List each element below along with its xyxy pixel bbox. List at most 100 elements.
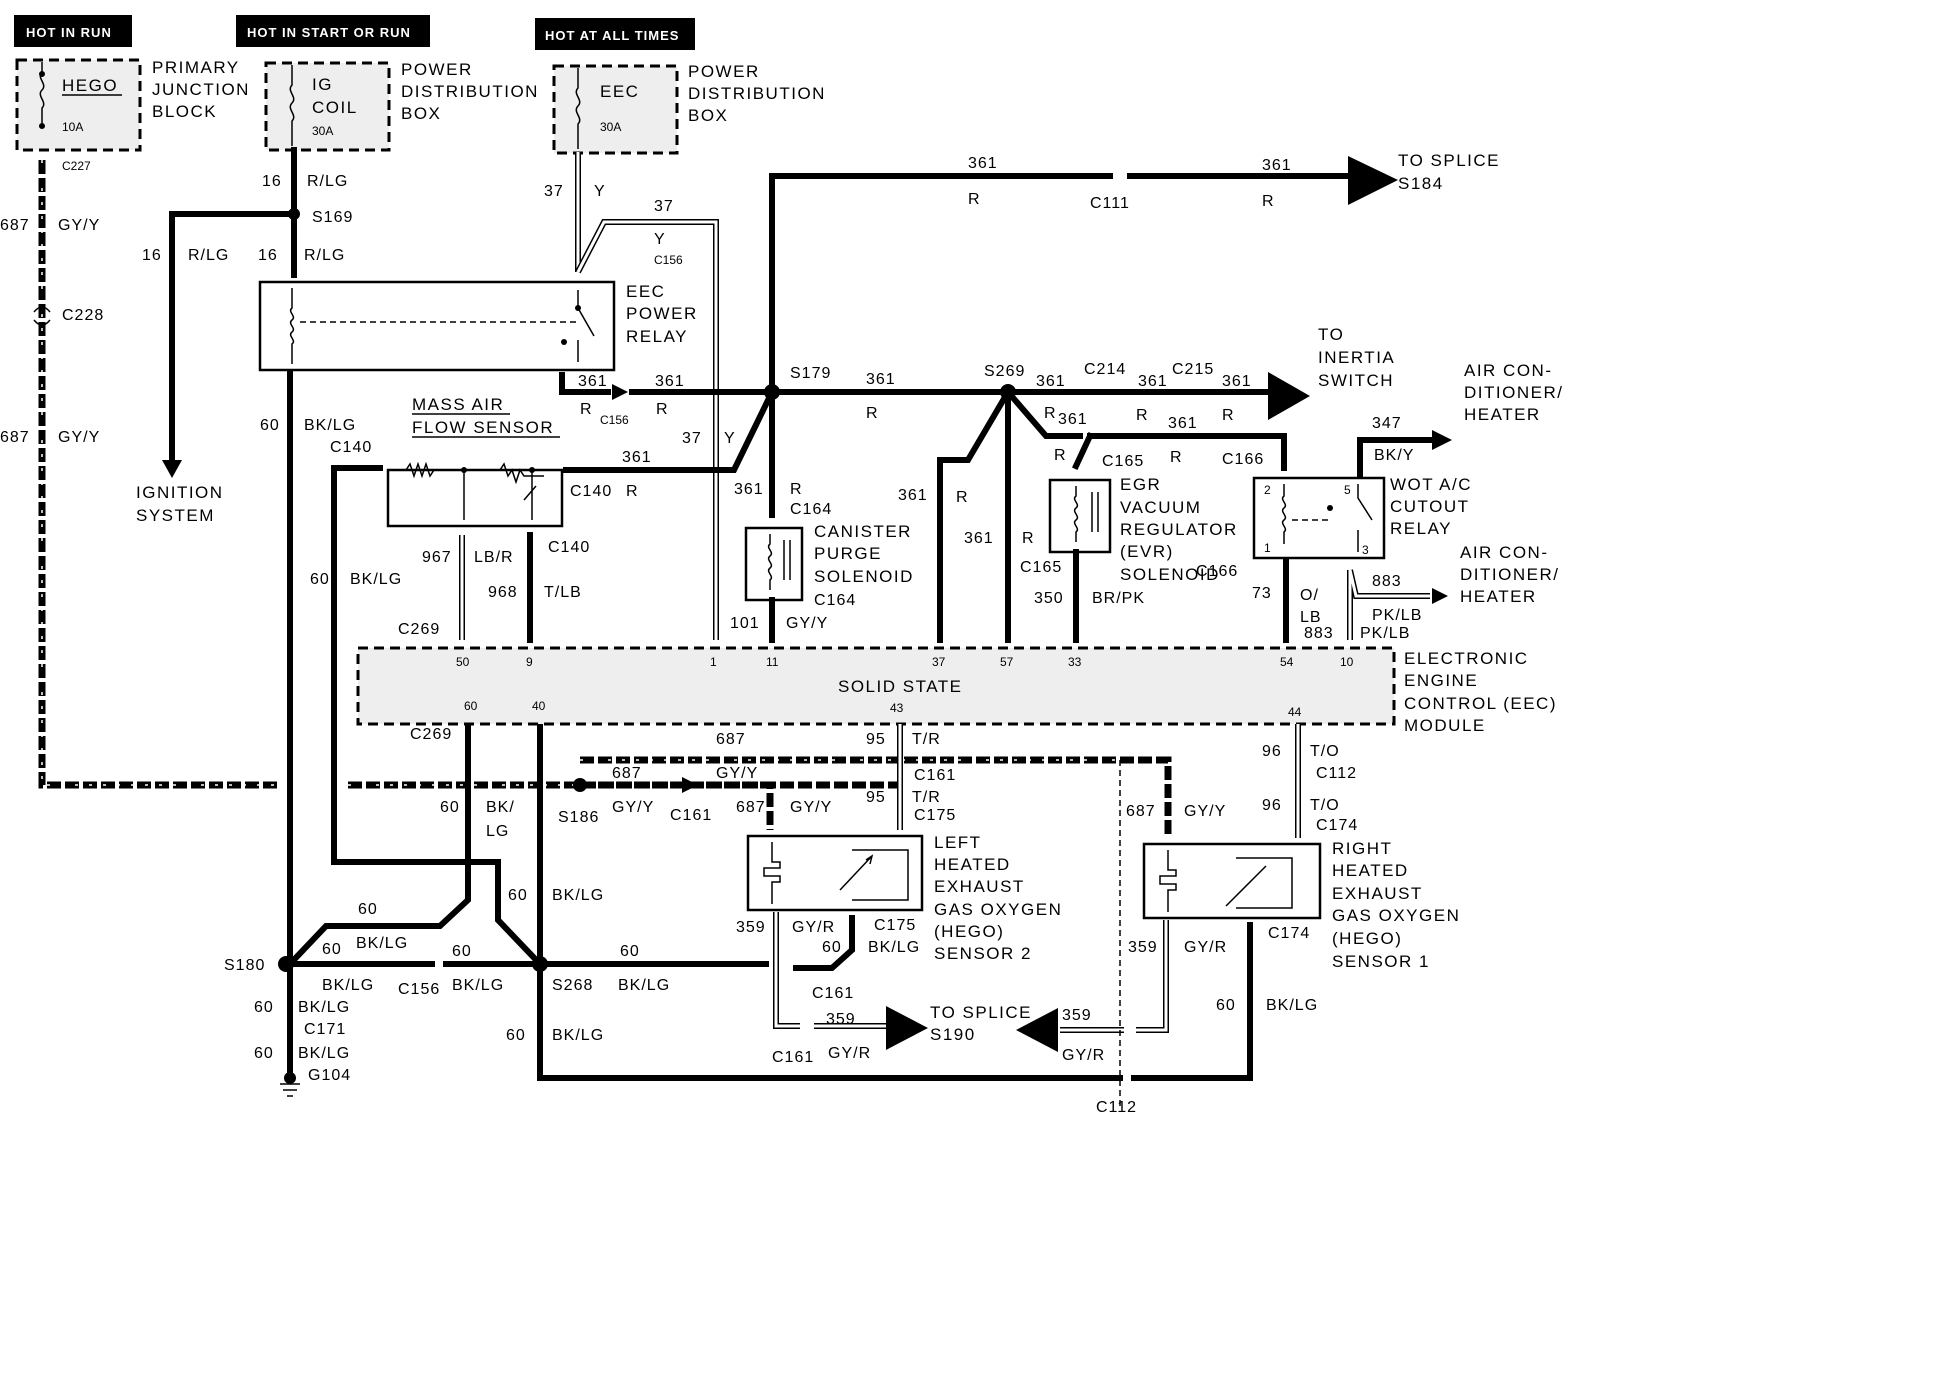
wire-r-i: R xyxy=(790,481,803,498)
wire-r-e: R xyxy=(1044,405,1057,422)
wire-60-bklg: 60 BK/LG C140 60 BK/LG C269 60 BK/ LG 60… xyxy=(224,369,1317,1116)
wire-to-a: T/O xyxy=(1310,743,1340,760)
fuse-ig-loc-3: BOX xyxy=(401,104,441,123)
wire-r-h: R xyxy=(626,483,639,500)
mass-air-flow-sensor: MASS AIR FLOW SENSOR C140 967 LB/R C140 … xyxy=(386,395,612,643)
wire-16-a: 16 xyxy=(262,173,282,190)
evr-label-3: REGULATOR xyxy=(1120,520,1238,539)
ac-heater-mid-2: DITIONER/ xyxy=(1460,565,1559,584)
wire-r-m: R xyxy=(1170,449,1183,466)
conn-c165-b: C165 xyxy=(1020,559,1062,576)
conn-s179: S179 xyxy=(790,365,831,382)
fuse-eec-rating: 30A xyxy=(600,120,621,134)
wire-r-t2: R xyxy=(1262,193,1275,210)
wire-37-a: 37 xyxy=(544,183,564,200)
header-hot-start-run: HOT IN START OR RUN xyxy=(236,15,430,47)
left-hego-3: EXHAUST xyxy=(934,877,1025,896)
wire-r-c: R xyxy=(656,401,669,418)
wire-gyr-a: GY/R xyxy=(792,919,835,936)
wire-687-g: 687 xyxy=(736,799,766,816)
wire-361-relay: 361 xyxy=(578,373,608,390)
wire-361-i: 361 xyxy=(1168,415,1198,432)
wire-bklg-c: BK/LG xyxy=(552,887,604,904)
marker-cc: CC xyxy=(888,1021,908,1037)
left-hego-5: (HEGO) xyxy=(934,922,1004,941)
solid-state-label: SOLID STATE xyxy=(838,677,963,696)
right-hego-4: GAS OXYGEN xyxy=(1332,906,1460,925)
ac-heater-top-1: AIR CON- xyxy=(1464,361,1553,380)
evr-label-2: VACUUM xyxy=(1120,498,1201,517)
conn-c161-a: C161 xyxy=(914,767,956,784)
wire-96-b: 96 xyxy=(1262,797,1282,814)
fuse-ig-loc-1: POWER xyxy=(401,60,473,79)
wire-gyr-b: GY/R xyxy=(828,1045,871,1062)
wire-350: 350 xyxy=(1034,590,1064,607)
wire-95-96: 95 T/R C161 95 T/R C175 96 T/O C112 96 T… xyxy=(866,724,1358,838)
wire-60-i: 60 xyxy=(254,999,274,1016)
right-hego-6: SENSOR 1 xyxy=(1332,952,1430,971)
label-ignition-1: IGNITION xyxy=(136,483,224,502)
evr-label-4: (EVR) xyxy=(1120,542,1174,561)
wire-361-m: 361 xyxy=(964,530,994,547)
wire-73: 73 xyxy=(1252,585,1272,602)
wire-bklg-b: BK/LG xyxy=(350,571,402,588)
wot-label-2: CUTOUT xyxy=(1390,497,1470,516)
pin-33: 33 xyxy=(1068,655,1082,669)
eec-label-2: ENGINE xyxy=(1404,671,1478,690)
wire-60-d: 60 xyxy=(508,887,528,904)
wire-gyy-g: GY/Y xyxy=(790,799,832,816)
header-hot-all-times: HOT AT ALL TIMES xyxy=(535,18,695,50)
wot-pin-1: 1 xyxy=(1264,541,1271,555)
conn-c214: C214 xyxy=(1084,361,1126,378)
wot-pin-3: 3 xyxy=(1362,543,1369,557)
conn-c174-a: C174 xyxy=(1316,817,1358,834)
wire-687-f: 687 xyxy=(612,765,642,782)
wire-883-a: 883 xyxy=(1304,625,1334,642)
wire-359-c: 359 xyxy=(1128,939,1158,956)
wire-r-f: R xyxy=(1136,407,1149,424)
fuse-ig-coil-name-2: COIL xyxy=(312,98,358,117)
conn-c140-b: C140 xyxy=(570,483,612,500)
fuse-hego-loc-3: BLOCK xyxy=(152,102,217,121)
right-hego-1: RIGHT xyxy=(1332,839,1392,858)
fuse-eec: EEC 30A POWER DISTRIBUTION BOX xyxy=(552,62,826,155)
evr-solenoid: EGR VACUUM REGULATOR (EVR) SOLENOID C165… xyxy=(1020,475,1238,643)
wire-gyy-h: GY/Y xyxy=(1184,803,1226,820)
conn-c140-c: C140 xyxy=(548,539,590,556)
wire-101: 101 xyxy=(730,615,760,632)
wire-r-k: R xyxy=(1022,530,1035,547)
wire-bklg-j: BK/LG xyxy=(552,1027,604,1044)
pin-10: 10 xyxy=(1340,655,1354,669)
pin-50: 50 xyxy=(456,655,470,669)
wire-359-d: 359 xyxy=(1062,1007,1092,1024)
conn-c228: C228 xyxy=(62,307,104,324)
fuse-hego-loc-2: JUNCTION xyxy=(152,80,250,99)
wire-60-g: 60 xyxy=(452,943,472,960)
wire-bklg-l: BK/LG xyxy=(868,939,920,956)
eec-module: SOLID STATE ELECTRONIC ENGINE CONTROL (E… xyxy=(356,646,1556,735)
label-to-inertia-3: SWITCH xyxy=(1318,371,1394,390)
header-hot-in-run: HOT IN RUN xyxy=(14,15,132,47)
header-hot-in-run-text: HOT IN RUN xyxy=(26,25,112,40)
wire-r-d: R xyxy=(866,405,879,422)
wire-60-l: 60 xyxy=(1216,997,1236,1014)
conn-s269: S269 xyxy=(984,363,1025,380)
wire-968: 968 xyxy=(488,584,518,601)
wire-361-r: BB AA 361 R 361 R C111 TO SPLICE S184 36… xyxy=(559,151,1499,643)
conn-c156-a: C156 xyxy=(654,253,683,267)
conn-c112-a: C112 xyxy=(1316,765,1357,782)
wot-ac-cutout-relay: 2 5 1 3 WOT A/C CUTOUT RELAY 347 BK/Y AI… xyxy=(1196,361,1562,643)
conn-c161-c: C161 xyxy=(812,985,854,1002)
wire-bklg-i: BK/LG xyxy=(298,1045,350,1062)
wire-gyy-label-2: GY/Y xyxy=(58,429,100,446)
conn-c227: C227 xyxy=(62,159,91,173)
wire-347: 347 xyxy=(1372,415,1402,432)
conn-c171: C171 xyxy=(304,1021,346,1038)
conn-c161-d: C161 xyxy=(772,1049,814,1066)
ac-heater-mid-3: HEATER xyxy=(1460,587,1537,606)
conn-c164-b: C164 xyxy=(814,592,856,609)
wire-gyr-d: GY/R xyxy=(1062,1047,1105,1064)
fuse-eec-loc-2: DISTRIBUTION xyxy=(688,84,826,103)
wire-687-h: 687 xyxy=(1126,803,1156,820)
wire-bklg-a: BK/LG xyxy=(304,417,356,434)
